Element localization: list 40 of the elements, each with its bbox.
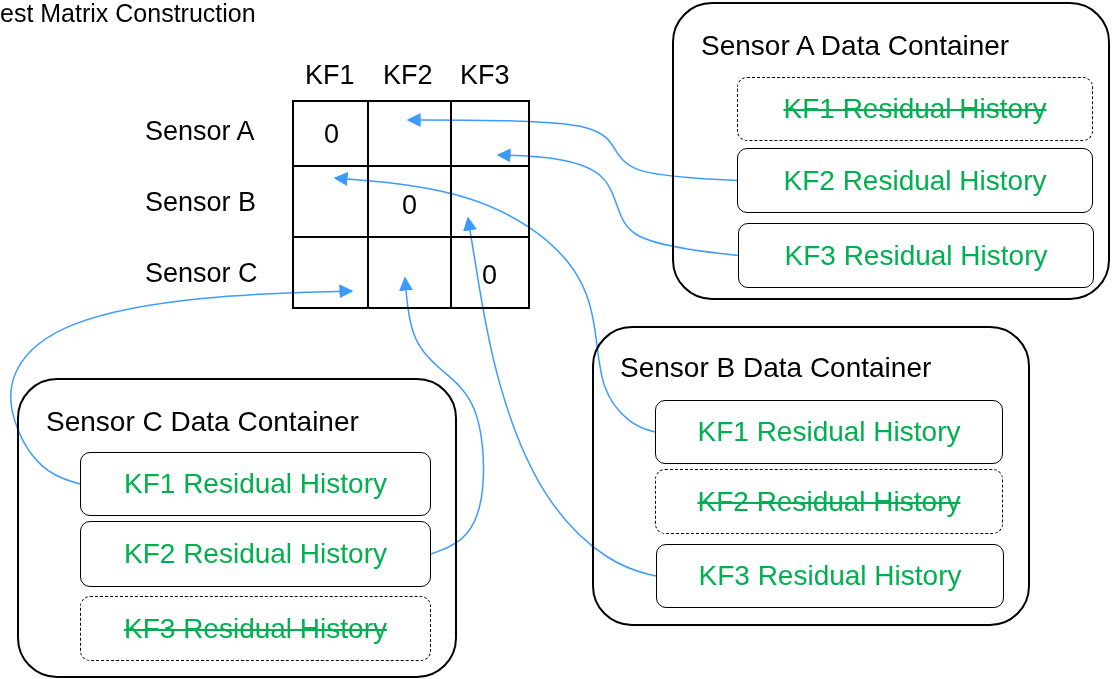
history-box [80,521,431,587]
column-header: KF2 [383,62,433,89]
row-header: Sensor B [145,189,257,216]
row-header: Sensor A [145,118,255,145]
history-label: KF3 Residual History [124,614,387,643]
arrow [333,172,656,433]
history-label: KF1 Residual History [697,418,961,446]
history-label: KF2 Residual History [783,166,1047,195]
arrow [399,276,485,555]
cell-value: 0 [402,192,418,219]
history-label: KF1 Residual History [783,95,1047,123]
history-label: KF3 Residual History [698,562,962,590]
history-box [655,469,1003,534]
history-box [738,223,1094,288]
history-box [737,148,1093,213]
container-title: Sensor B Data Container [620,354,932,382]
cell-value: 0 [482,262,498,289]
history-label: KF3 Residual History [784,241,1048,270]
history-box [656,544,1004,608]
history-label: KF2 Residual History [124,540,387,568]
history-label: KF1 Residual History [124,470,387,498]
column-header: KF1 [305,62,355,89]
container-title: Sensor A Data Container [701,32,1010,60]
history-box [655,400,1003,464]
container-box [592,326,1030,626]
cell-value: 0 [324,121,340,148]
container-title: Sensor C Data Container [46,408,359,436]
history-box [80,452,431,516]
row-header: Sensor C [145,260,258,287]
diagram-title: est Matrix Construction [0,1,256,26]
history-label: KF2 Residual History [697,487,961,516]
column-header: KF3 [460,62,510,89]
container-box [672,2,1110,300]
arrow [463,216,657,577]
arrow [496,148,739,257]
history-box [737,77,1093,141]
arrow [406,113,738,182]
arrow [9,284,354,485]
container-box [17,378,457,678]
history-box [80,596,431,661]
